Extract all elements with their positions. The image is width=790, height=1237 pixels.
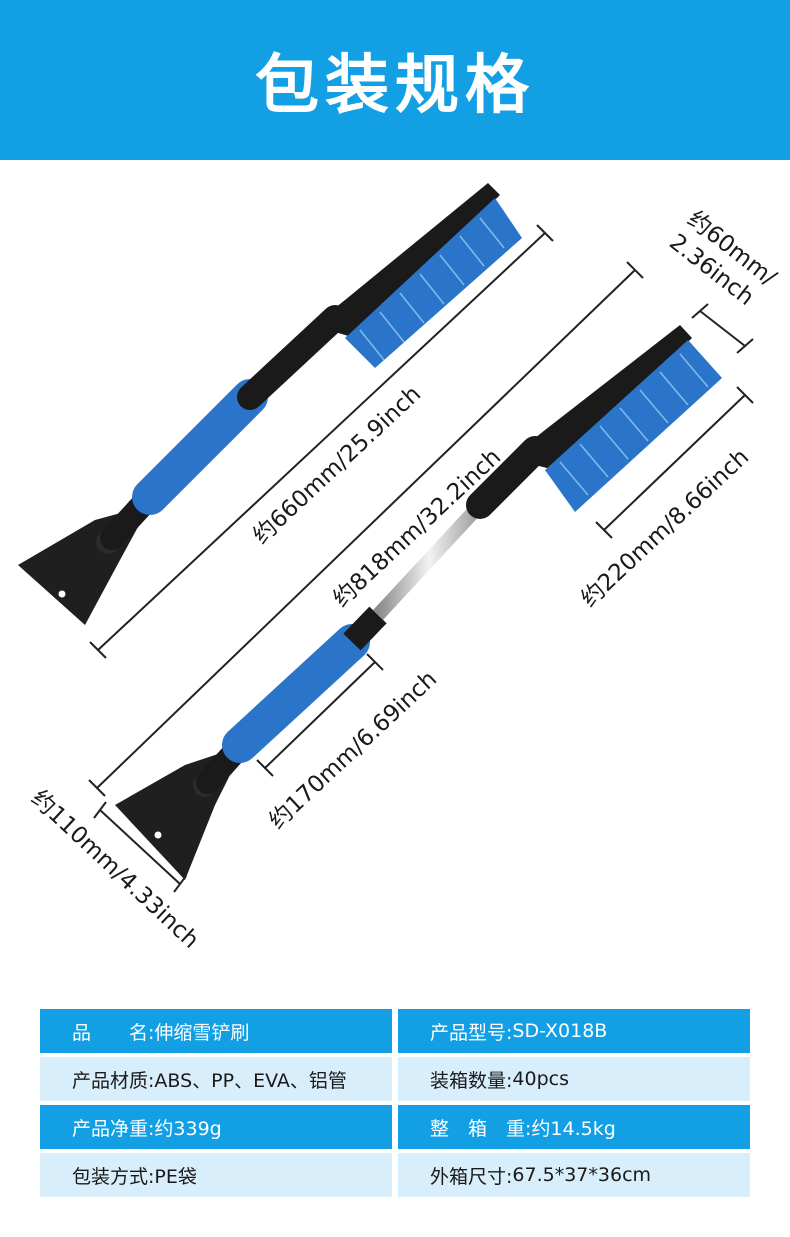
brush-head bbox=[320, 183, 500, 338]
foam-grip bbox=[132, 379, 268, 515]
spec-cell-net-weight: 产品净重: 约339g bbox=[40, 1105, 392, 1149]
spec-value: 约339g bbox=[154, 1117, 222, 1140]
page-header: 包装规格 bbox=[0, 0, 790, 160]
bristles-long bbox=[545, 340, 722, 512]
spec-cell-material: 产品材质: ABS、PP、EVA、铝管 bbox=[40, 1057, 392, 1101]
spec-cell-packaging: 包装方式: PE袋 bbox=[40, 1153, 392, 1197]
spec-value: ABS、PP、EVA、铝管 bbox=[154, 1069, 347, 1092]
dim-total-long: 约818mm/32.2inch bbox=[328, 444, 506, 612]
brush-head-long bbox=[520, 325, 692, 470]
spec-row: 产品净重: 约339g 整 箱 重: 约14.5kg bbox=[40, 1105, 750, 1149]
spec-value: 伸缩雪铲刷 bbox=[154, 1021, 250, 1044]
spec-label: 整 箱 重: bbox=[430, 1117, 532, 1140]
spec-cell-model: 产品型号: SD-X018B bbox=[398, 1009, 750, 1053]
long-snow-brush bbox=[115, 325, 722, 880]
spec-row: 品 名: 伸缩雪铲刷 产品型号: SD-X018B bbox=[40, 1009, 750, 1053]
spec-label: 装箱数量: bbox=[430, 1069, 513, 1092]
spec-table: 品 名: 伸缩雪铲刷 产品型号: SD-X018B 产品材质: ABS、PP、E… bbox=[40, 1009, 750, 1201]
spec-value: 约14.5kg bbox=[531, 1117, 616, 1140]
hang-hole bbox=[58, 590, 66, 598]
spec-row: 产品材质: ABS、PP、EVA、铝管 装箱数量: 40pcs bbox=[40, 1057, 750, 1101]
spec-label: 产品型号: bbox=[430, 1021, 513, 1044]
spec-label: 产品净重: bbox=[72, 1117, 155, 1140]
aluminium-tube bbox=[372, 500, 486, 620]
spec-value: PE袋 bbox=[154, 1165, 197, 1188]
spec-cell-box-weight: 整 箱 重: 约14.5kg bbox=[398, 1105, 750, 1149]
foam-grip-long bbox=[222, 624, 370, 763]
spec-cell-name: 品 名: 伸缩雪铲刷 bbox=[40, 1009, 392, 1053]
page-title: 包装规格 bbox=[255, 49, 535, 123]
spec-cell-box-size: 外箱尺寸: 67.5*37*36cm bbox=[398, 1153, 750, 1197]
spec-value: 40pcs bbox=[512, 1068, 569, 1090]
spec-label: 品 名: bbox=[72, 1021, 155, 1044]
bristles bbox=[345, 198, 522, 368]
spec-value: 67.5*37*36cm bbox=[512, 1164, 652, 1186]
spec-label: 包装方式: bbox=[72, 1165, 155, 1188]
spec-cell-quantity: 装箱数量: 40pcs bbox=[398, 1057, 750, 1101]
spec-row: 包装方式: PE袋 外箱尺寸: 67.5*37*36cm bbox=[40, 1153, 750, 1197]
spec-label: 外箱尺寸: bbox=[430, 1165, 513, 1188]
short-snow-brush bbox=[18, 183, 522, 625]
dimension-lines bbox=[88, 224, 754, 893]
spec-label: 产品材质: bbox=[72, 1069, 155, 1092]
spec-value: SD-X018B bbox=[512, 1020, 608, 1042]
dim-total-short: 约660mm/25.9inch bbox=[248, 381, 426, 549]
product-diagram: 约660mm/25.9inch 约818mm/32.2inch 约60mm/ 2… bbox=[18, 183, 781, 954]
hang-hole-long bbox=[154, 831, 162, 839]
product-illustration: 约660mm/25.9inch 约818mm/32.2inch 约60mm/ 2… bbox=[0, 160, 790, 1000]
